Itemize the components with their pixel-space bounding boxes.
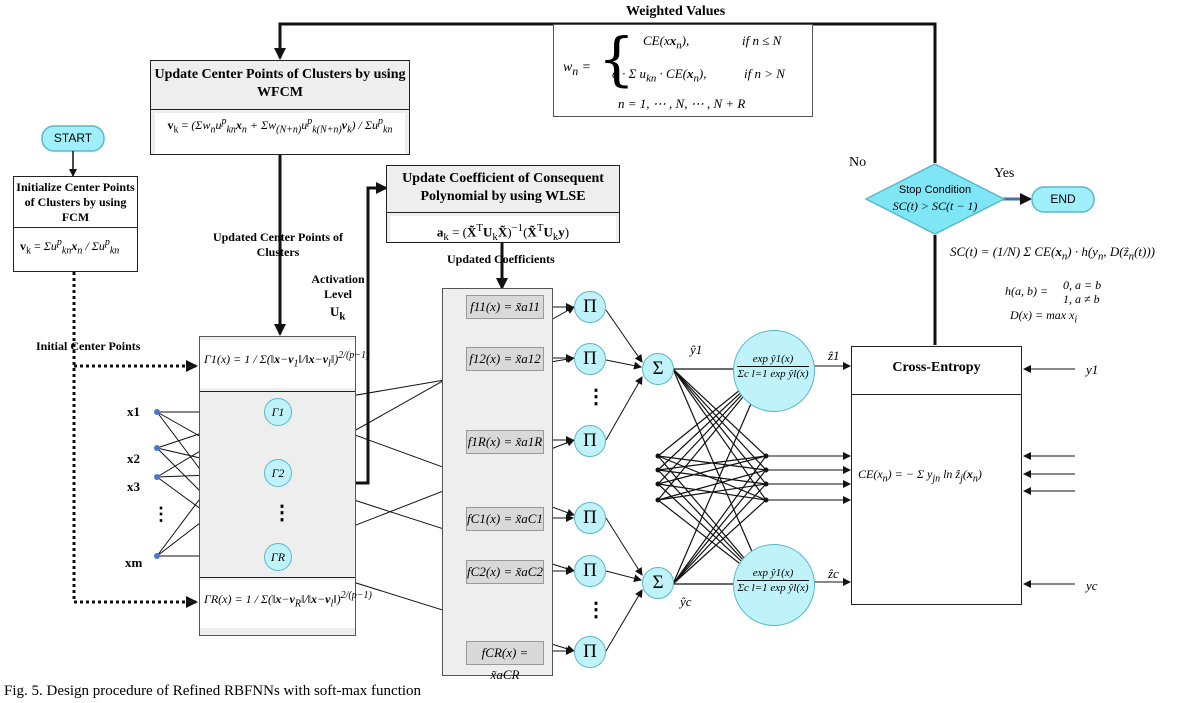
no-label: No (849, 155, 867, 170)
target-links (1023, 365, 1075, 588)
y1-target-label: y1 (1086, 362, 1099, 377)
initial-centers-label: Initial Center Points (36, 339, 141, 353)
f-box-CR: fCR(x) = x̃aCR (466, 641, 544, 682)
h-func: h(a, b) = (1005, 284, 1049, 298)
z1-hat-label: ẑ1 (828, 348, 840, 363)
yes-label: Yes (994, 166, 1015, 181)
f-box-1R: f1R(x) = x̃a1R (466, 430, 544, 454)
hidden-node-1: Γ1 (264, 398, 292, 426)
input-x1: x1 (127, 404, 140, 419)
updated-centers-label: Updated Center Points of Clusters (212, 230, 344, 259)
wfcm-eq: vk = (Σwnupknxn + Σw(N+n)upk(N+n)vk) / Σ… (155, 113, 405, 154)
weighted-values-title: Weighted Values (626, 4, 726, 19)
cross-entropy-box: Cross-Entropy CE(xn) = − Σ yjn ln ẑj(xn) (851, 346, 1022, 605)
yc-hat-label: ŷc (680, 594, 692, 609)
softmax-c-eq: exp ŷ1(x)Σc l=1 exp ŷl(x) (737, 567, 809, 594)
wlse-title: Update Coefficient of Consequent Polynom… (402, 171, 604, 204)
input-x3: x3 (127, 479, 140, 494)
cross-entropy-title: Cross-Entropy (892, 360, 981, 375)
sigma-node-1: Σ (642, 353, 674, 385)
pi-node-12: Π (574, 343, 606, 375)
arrow-activation-to-wlse (356, 182, 388, 485)
pi-ellipsis-2: ⋮ (586, 599, 606, 621)
input-ellipsis: ⋮ (152, 504, 170, 524)
softmax-node-c (733, 544, 815, 626)
end-label: END (1050, 192, 1076, 206)
init-fcm-eq: vk = Σupknxn / Σupkn (20, 237, 120, 257)
softmax-1-eq: exp ŷ1(x)Σc l=1 exp ŷl(x) (737, 353, 809, 380)
case2-cond: if n > N (744, 66, 785, 81)
n-range: n = 1, ⋯ , N, ⋯ , N + R (618, 96, 746, 111)
brace: { (598, 25, 635, 93)
init-fcm-title: Initialize Center Points of Clusters by … (16, 180, 135, 224)
stop-cond: SC(t) > SC(t − 1) (892, 199, 978, 213)
pi-node-11: Π (574, 291, 606, 323)
zc-hat-label: ẑc (828, 566, 839, 581)
gamma-column (199, 336, 356, 636)
case2-expr: α · Σ ukn · CE(xn), (612, 66, 707, 85)
wn-symbol: wn = (563, 60, 592, 78)
wfcm-title: Update Center Points of Clusters by usin… (154, 67, 406, 100)
wlse-eq: ak = (X̃TUkX̃)−1(X̃TUky) (390, 216, 616, 243)
gamma1-eq: Γ1(x) = 1 / Σ(‖x−v1‖/‖x−vl‖)2/(p−1) (204, 350, 370, 370)
weighted-values-box (553, 24, 813, 117)
input-dots (154, 409, 160, 559)
y1-hat-label: ŷ1 (690, 342, 703, 357)
pi-node-1R: Π (574, 425, 606, 457)
yc-target-label: yc (1086, 578, 1098, 593)
hidden-ellipsis: ⋮ (272, 502, 292, 524)
softmax-node-1 (733, 330, 815, 412)
pi-node-CR: Π (574, 636, 606, 668)
pi-node-C1: Π (574, 502, 606, 534)
input-x2: x2 (127, 451, 140, 466)
pi-sigma-links (605, 309, 643, 652)
sigma-node-c: Σ (642, 567, 674, 599)
activation-label: Activation Level (311, 272, 365, 301)
case1-expr: CE(xxn), (643, 33, 690, 52)
end-shape (1031, 186, 1095, 213)
mesh-ce-links (766, 362, 851, 586)
wfcm-box: Update Center Points of Clusters by usin… (150, 60, 410, 155)
cross-entropy-eq: CE(xn) = − Σ yjn ln ẑj(xn) (858, 467, 982, 485)
start-label: START (53, 131, 93, 145)
wlse-box: Update Coefficient of Consequent Polynom… (386, 165, 620, 243)
updated-coeffs-label: Updated Coefficients (447, 252, 555, 266)
f-box-12: f12(x) = x̃a12 (466, 347, 544, 371)
pi-node-C2: Π (574, 555, 606, 587)
gammaR-eq: ΓR(x) = 1 / Σ(‖x−vR‖/‖x−vl‖)2/(p−1) (204, 590, 372, 610)
uk-label: Uk (330, 304, 346, 323)
f-box-11: f11(x) = x̃a11 (466, 295, 544, 319)
stop-diamond (864, 163, 1006, 235)
hidden-node-R: ΓR (264, 543, 292, 571)
initial-centers-dotted (72, 272, 198, 608)
init-fcm-box: Initialize Center Points of Clusters by … (13, 176, 138, 272)
figure-caption: Fig. 5. Design procedure of Refined RBFN… (4, 683, 422, 699)
stop-title: Stop Condition (898, 184, 972, 196)
sc-formula: SC(t) = (1/N) Σ CE(xn) · h(yn, D(ẑn(t))) (950, 244, 1155, 263)
hidden-node-2: Γ2 (264, 459, 292, 487)
input-xm: xm (125, 555, 143, 570)
d-func: D(x) = max xi (1010, 308, 1078, 326)
pi-ellipsis-1: ⋮ (586, 386, 606, 408)
f-box-C1: fC1(x) = x̃aC1 (466, 507, 544, 531)
f-box-C2: fC2(x) = x̃aC2 (466, 560, 544, 584)
case1-cond: if n ≤ N (742, 33, 782, 48)
